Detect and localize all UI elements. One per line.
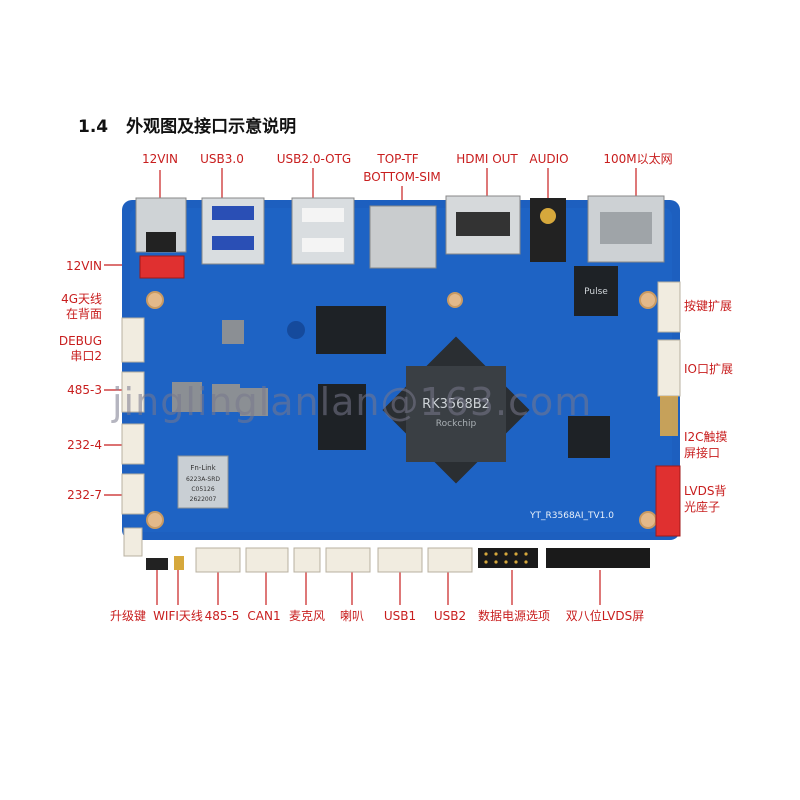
label-485-5: 485-5 bbox=[204, 609, 240, 623]
label-lvds-back: LVDS背 bbox=[684, 484, 727, 498]
label-232-7: 232-7 bbox=[67, 488, 102, 502]
memory-chip-left bbox=[318, 384, 366, 450]
label-uart2: 串口2 bbox=[70, 349, 102, 363]
label-hdmi-out: HDMI OUT bbox=[456, 152, 518, 166]
label-232-4: 232-4 bbox=[67, 438, 102, 452]
label-can1: CAN1 bbox=[247, 609, 281, 623]
wifi-antenna-connector bbox=[174, 556, 184, 570]
label-on-back: 在背面 bbox=[65, 307, 102, 321]
section-number: 1.4 bbox=[78, 117, 109, 137]
tf-sim-slot bbox=[369, 205, 437, 269]
header-pins bbox=[484, 552, 528, 564]
label-100m-ethernet: 100M以太网 bbox=[603, 152, 673, 166]
label-screen-interface: 屏接口 bbox=[684, 446, 721, 460]
label-io-expansion: IO口扩展 bbox=[684, 362, 733, 376]
left-connectors bbox=[121, 317, 145, 557]
label-upgrade-key: 升级键 bbox=[109, 609, 146, 623]
ethernet-transformer bbox=[574, 266, 618, 316]
label-usb20-otg: USB2.0-OTG bbox=[276, 152, 352, 166]
label-usb1: USB1 bbox=[383, 609, 417, 623]
label-microphone: 麦克风 bbox=[288, 609, 325, 623]
soc-sublabel: Rockchip bbox=[436, 419, 477, 429]
wifi-model: 6223A-SRD bbox=[186, 476, 220, 483]
label-usb30: USB3.0 bbox=[200, 152, 244, 166]
label-i2c-touch: I2C触摸 bbox=[684, 430, 728, 444]
usb20-otg-port bbox=[291, 197, 355, 265]
audio-jack bbox=[530, 198, 566, 262]
secondary-chip bbox=[568, 416, 610, 458]
label-audio: AUDIO bbox=[529, 152, 569, 166]
pcb-silkscreen: YT_R3568AI_TV1.0 bbox=[529, 511, 614, 521]
label-485-3: 485-3 bbox=[67, 383, 102, 397]
label-debug: DEBUG bbox=[58, 334, 102, 348]
label-12vin-left: 12VIN bbox=[66, 259, 102, 273]
12vin-red-connector bbox=[139, 255, 185, 279]
label-dual-8bit-lvds: 双八位LVDS屏 bbox=[565, 609, 645, 623]
inductors bbox=[172, 320, 268, 416]
memory-chip-top bbox=[316, 306, 386, 354]
soc-chip bbox=[406, 366, 506, 462]
label-usb2: USB2 bbox=[433, 609, 467, 623]
label-key-expansion: 按键扩展 bbox=[684, 299, 733, 313]
wifi-code: C05126 bbox=[191, 486, 214, 493]
section-title: 1.4 外观图及接口示意说明 bbox=[78, 112, 296, 137]
label-4g-antenna: 4G天线 bbox=[61, 292, 102, 306]
eth-brand-label: Pulse bbox=[584, 287, 608, 297]
label-speaker: 喇叭 bbox=[339, 609, 364, 623]
i2c-touch-connector bbox=[660, 396, 678, 436]
bottom-connectors bbox=[195, 547, 473, 573]
label-12vin-top: 12VIN bbox=[142, 152, 178, 166]
via-hole bbox=[287, 321, 305, 339]
label-top-tf: TOP-TF bbox=[377, 152, 419, 166]
watermark: jinglinglanlan@163.com bbox=[112, 380, 593, 424]
label-bottom-sim: BOTTOM-SIM bbox=[363, 170, 441, 184]
right-connectors bbox=[657, 281, 681, 397]
data-power-header bbox=[478, 548, 538, 568]
lvds-header bbox=[546, 548, 650, 568]
soc-label: RK3568B2 bbox=[422, 397, 490, 412]
wifi-brand: Fn-Link bbox=[190, 464, 216, 472]
wifi-date: 2622007 bbox=[190, 496, 217, 503]
label-backlight-socket: 光座子 bbox=[684, 500, 721, 514]
lvds-backlight-connector bbox=[655, 465, 681, 537]
section-heading: 外观图及接口示意说明 bbox=[126, 117, 297, 137]
wifi-module bbox=[177, 455, 229, 509]
label-wifi-antenna: WIFI天线 bbox=[153, 609, 203, 623]
label-data-power-option: 数据电源选项 bbox=[477, 609, 550, 623]
upgrade-button bbox=[146, 558, 168, 570]
